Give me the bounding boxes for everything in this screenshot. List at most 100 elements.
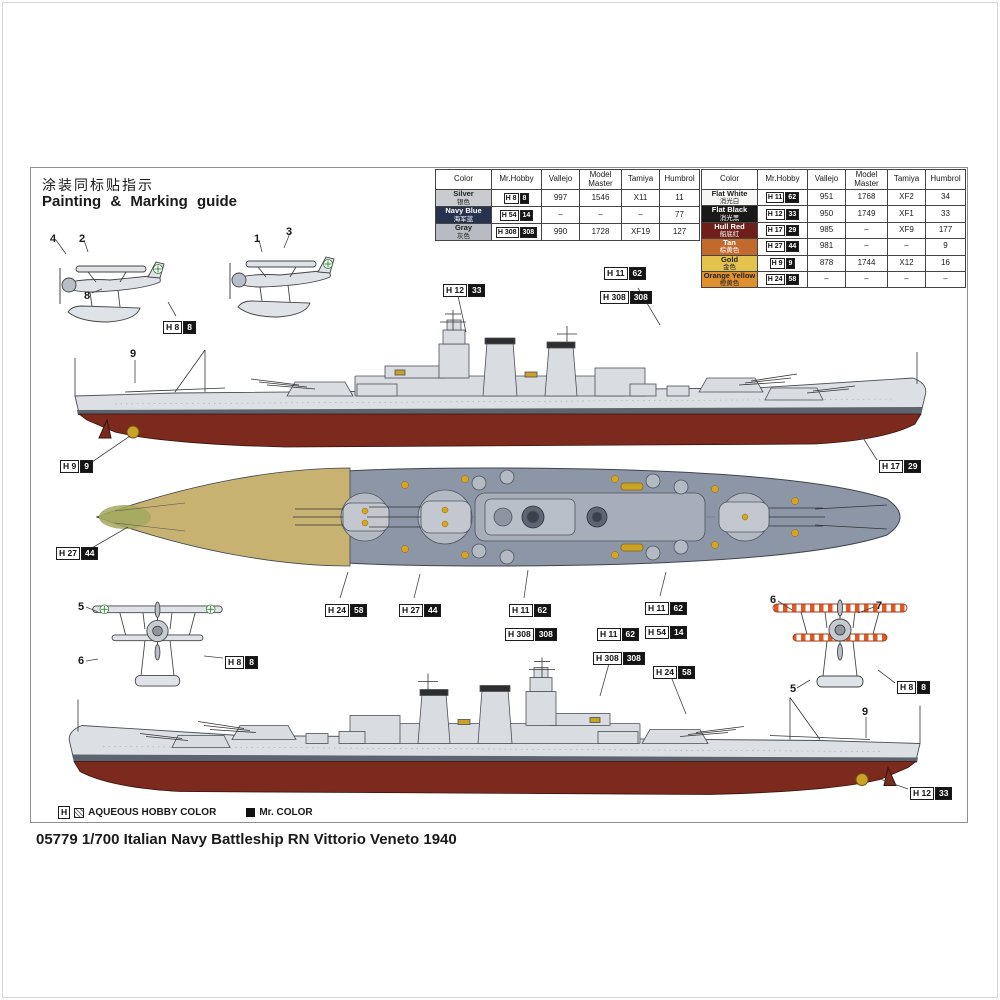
header-tamiya: Tamiya [621,169,660,190]
aqueous-badge: H 9 [769,257,785,269]
aqueous-badge: H 27 [765,241,785,253]
title-chinese: 涂装同标贴指示 [42,177,154,193]
aqueous-badge: H 17 [765,224,785,236]
color-name-cn: 灰色 [457,232,470,240]
color-name-en: Flat Black [711,205,748,215]
part-number-marker: 4 [50,233,57,245]
mrcolor-badge: 33 [467,284,486,297]
part-number-marker: 9 [130,348,137,360]
model-master-cell: – [845,238,888,256]
tamiya-cell: – [621,206,660,224]
vallejo-cell: 990 [541,223,580,241]
table-header-row: Color Mr.Hobby Vallejo Model Master Tami… [701,169,966,190]
mrcolor-badge: 58 [785,274,800,286]
mrcolor-badge: 33 [785,208,800,220]
tamiya-cell: XF9 [887,221,926,240]
deck-structures [114,469,888,565]
aft-turret [286,381,354,397]
aqueous-badge: H 27 [399,604,423,617]
mrcolor-badge: 29 [903,460,922,473]
humbrol-cell: 77 [659,206,700,224]
humbrol-cell: 11 [659,189,700,207]
mirrored-ship [68,657,921,795]
color-name-en: Hull Red [714,222,745,231]
superstructure-group [74,310,918,401]
humbrol-cell: 33 [925,205,966,223]
humbrol-cell: 127 [659,223,700,241]
part-number-marker: 8 [84,290,91,302]
aqueous-badge: H 11 [765,192,785,204]
part-number-marker: 5 [78,601,85,613]
color-name-cell: Navy Blue 海军蓝 [435,206,492,224]
boot-stripe [77,407,923,415]
header-humbrol: Humbrol [659,169,700,190]
model-master-cell: 1728 [579,223,622,241]
aqueous-badge: H 308 [593,652,622,665]
vallejo-cell: 997 [541,189,580,207]
aqueous-badge: H 11 [509,604,533,617]
kit-title: 05779 1/700 Italian Navy Battleship RN V… [36,831,457,848]
page-title: Painting & Marking guide [42,193,238,210]
aqueous-badge: H 8 [225,656,245,669]
aqueous-badge: H 27 [56,547,80,560]
color-name-cn: 消光黑 [719,214,740,222]
model-master-cell: – [845,270,888,289]
vallejo-cell: – [807,270,846,289]
color-name-en: Tan [723,238,736,248]
header-vallejo: Vallejo [541,169,580,190]
aqueous-badge: H 308 [495,226,519,238]
vallejo-cell: 951 [807,188,846,207]
color-name-cell: Hull Red 船底红 [701,221,758,240]
humbrol-cell: 9 [925,238,966,256]
vallejo-cell: – [541,206,580,224]
color-name-en: Gold [720,255,739,264]
aqueous-badge: H 12 [910,787,934,800]
part-number-marker: 6 [78,655,85,667]
humbrol-cell: 177 [925,221,966,240]
ship-side-view-top [74,310,927,448]
color-name-cn: 船底红 [719,231,740,239]
color-name-cn: 消光白 [719,198,740,206]
hull-red [77,413,922,448]
color-name-cell: Orange Yellow 橙黄色 [701,270,758,289]
tamiya-cell: X11 [621,189,660,207]
floatplane-side-view-2 [229,256,335,318]
mrcolor-badge: 44 [423,604,442,617]
superfiring-turret [698,377,764,393]
mrcolor-badge: 308 [622,652,645,665]
color-name-cell: Flat White 消光白 [701,188,758,207]
ship-side-view-bottom [68,657,921,795]
color-name-en: Silver [453,189,474,199]
header-mrhobby: Mr.Hobby [757,169,808,190]
tamiya-cell: – [887,238,926,256]
aqueous-badge: H 8 [503,192,519,204]
floatplane-side-view-1 [59,261,165,323]
humbrol-cell: – [925,270,966,289]
part-number-marker: 2 [79,233,86,245]
biplane-front-view-right-striped [772,599,908,688]
color-table-2: Color Mr.Hobby Vallejo Model Master Tami… [701,169,966,289]
legend: H AQUEOUS HOBBY COLOR Mr. COLOR [58,806,313,819]
mrcolor-badge: 308 [534,628,557,641]
humbrol-cell: 16 [925,254,966,272]
mrcolor-badge: 62 [621,628,639,641]
aqueous-badge: H 54 [645,626,669,639]
model-master-cell: 1768 [845,188,888,207]
part-number-marker: 6 [770,594,777,606]
aqueous-badge: H 24 [325,604,349,617]
biplane-front-view-left [92,601,223,687]
mrcolor-badge: 308 [629,291,652,304]
